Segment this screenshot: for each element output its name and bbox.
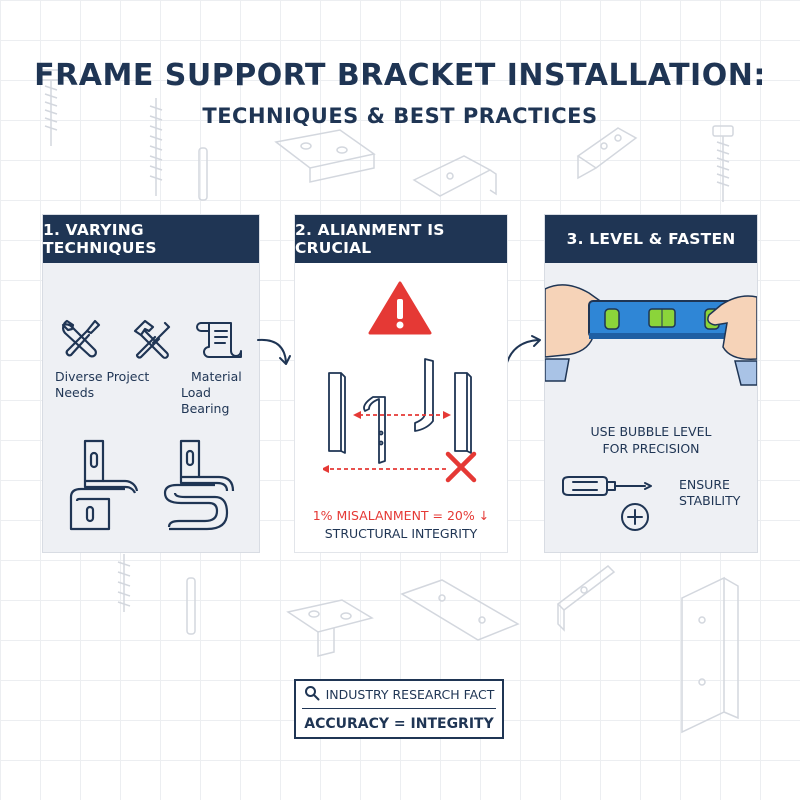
bg-pin-icon xyxy=(196,146,210,202)
misalignment-prefix: 1% MISALANMENT = xyxy=(312,508,447,523)
page-subtitle: TECHNIQUES & BEST PRACTICES xyxy=(202,104,598,128)
bg-bottom-screw-icon xyxy=(112,552,136,616)
ensure-text: ENSURE xyxy=(679,477,730,492)
bubble-level-icon xyxy=(545,275,757,395)
stability-text: STABILITY xyxy=(679,493,741,508)
load-bearing-label: Load Bearing xyxy=(181,385,230,416)
panel-level-fasten: 3. LEVEL & FASTEN USE BUBBLE LEVEL FOR P… xyxy=(544,214,758,553)
for-precision-text: FOR PRECISION xyxy=(602,441,700,456)
l-bracket-icon xyxy=(65,437,139,533)
research-fact-label: INDUSTRY RESEARCH FACT xyxy=(325,687,495,702)
diverse-project-label: Diverse Project xyxy=(55,369,150,384)
warning-icon xyxy=(367,279,433,337)
down-arrow-icon: ↓ xyxy=(478,508,490,523)
panel-header: 3. LEVEL & FASTEN xyxy=(545,215,757,263)
hammer-wrench-icon xyxy=(131,319,171,359)
blueprint-scroll-icon xyxy=(195,317,245,361)
bg-right-screw-icon xyxy=(706,122,740,206)
bg-bottom-plate-icon xyxy=(282,596,378,662)
structural-integrity-label: STRUCTURAL INTEGRITY xyxy=(324,526,478,541)
misaligned-bracket-icon xyxy=(323,353,483,481)
panel-alignment: 2. ALIANMENT IS CRUCIAL 1% MISALANMENT =… xyxy=(294,214,508,553)
material-label: Material xyxy=(191,369,242,384)
bg-bracket-plate-icon xyxy=(270,124,380,188)
bg-angle-bracket-icon xyxy=(410,150,506,204)
research-fact-header: INDUSTRY RESEARCH FACT xyxy=(302,681,496,709)
red-x-icon xyxy=(443,449,479,485)
flow-arrow-1-icon xyxy=(254,332,294,372)
flow-arrow-2-icon xyxy=(502,332,544,372)
research-fact-box: INDUSTRY RESEARCH FACT ACCURACY = INTEGR… xyxy=(294,679,504,739)
bg-screw-icon xyxy=(34,66,68,150)
bg-corner-bracket-icon xyxy=(574,122,642,184)
page-title: FRAME SUPPORT BRACKET INSTALLATION: xyxy=(34,58,766,93)
bg-flat-bar-icon xyxy=(398,574,522,646)
wrench-screwdriver-icon xyxy=(59,317,101,359)
s-hook-bracket-icon xyxy=(155,437,239,533)
bg-bottom-pin-icon xyxy=(184,576,198,636)
magnifier-icon xyxy=(304,685,320,704)
panel-header: 1. VARYING TECHNIQUES xyxy=(43,215,259,263)
screwdriver-icon xyxy=(559,473,655,499)
bg-long-screw-icon xyxy=(144,96,168,200)
needs-label: Needs xyxy=(55,385,95,400)
research-fact-statement: ACCURACY = INTEGRITY xyxy=(304,715,494,732)
bg-mount-plate-icon xyxy=(676,572,746,736)
misalignment-value: 20% xyxy=(446,508,475,523)
panel-varying-techniques: 1. VARYING TECHNIQUES Diverse Project Ne… xyxy=(42,214,260,553)
bg-channel-bracket-icon xyxy=(554,560,618,632)
misalignment-stat: 1% MISALANMENT = 20% ↓ xyxy=(295,507,507,524)
screw-head-icon xyxy=(619,501,651,533)
panel-header: 2. ALIANMENT IS CRUCIAL xyxy=(295,215,507,263)
use-bubble-level-text: USE BUBBLE LEVEL xyxy=(590,424,712,439)
